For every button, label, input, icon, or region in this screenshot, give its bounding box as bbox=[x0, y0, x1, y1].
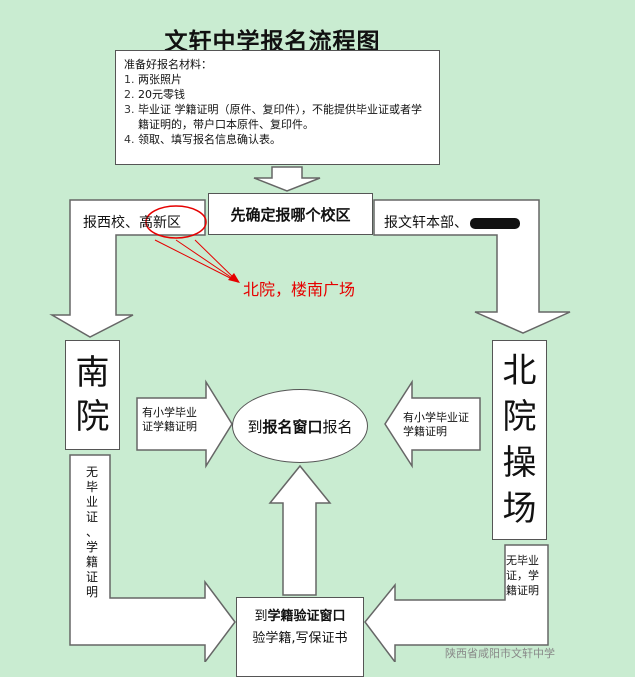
arrow-north-to-verify bbox=[364, 544, 549, 662]
requirement-item: 2.20元零钱 bbox=[124, 88, 185, 101]
red-annotation: 北院，楼南广场 bbox=[243, 280, 356, 299]
arrow-north-to-register bbox=[384, 379, 481, 469]
requirement-item: 4.领取、填写报名信息确认表。 bbox=[124, 133, 281, 146]
redaction-mark bbox=[470, 217, 520, 229]
arrow-down-top bbox=[253, 166, 321, 192]
left-branch-label: 报西校、高新区 bbox=[83, 215, 181, 231]
south-campus-box: 南院 bbox=[65, 340, 120, 450]
register-window-oval: 到报名窗口报名 bbox=[232, 389, 368, 463]
red-circle-highlight bbox=[145, 205, 207, 239]
right-vertical-label: 无毕业证，学籍证明 bbox=[506, 554, 539, 597]
left-vertical-label: 无毕业证、学籍证明 bbox=[85, 465, 98, 599]
verify-window-box: 到学籍验证窗口 验学籍,写保证书 bbox=[236, 597, 364, 677]
right-branch-label: 报文轩本部、 bbox=[384, 212, 520, 232]
red-pointer-line bbox=[154, 239, 239, 283]
arrow-right-branch bbox=[373, 199, 571, 334]
left-arrow-label: 有小学毕业证学籍证明 bbox=[142, 406, 197, 433]
requirement-item: 3.毕业证 学籍证明（原件、复印件），不能提供毕业证或者学籍证明的，带户口本原件… bbox=[124, 103, 422, 131]
right-arrow-label: 有小学毕业证学籍证明 bbox=[403, 411, 469, 438]
decision-box: 先确定报哪个校区 bbox=[208, 193, 373, 235]
circled-text: 高新区 bbox=[139, 215, 181, 231]
red-pointer-line bbox=[194, 239, 239, 283]
red-pointer-head bbox=[228, 273, 240, 283]
requirements-box: 准备好报名材料： 1.两张照片 2.20元零钱 3.毕业证 学籍证明（原件、复印… bbox=[115, 50, 440, 165]
arrow-south-to-register bbox=[136, 379, 233, 469]
requirement-item: 1.两张照片 bbox=[124, 73, 182, 86]
arrow-south-to-verify bbox=[69, 454, 236, 662]
requirements-heading: 准备好报名材料： bbox=[124, 58, 212, 71]
arrow-verify-to-register bbox=[268, 464, 332, 596]
flow-arrows bbox=[49, 166, 571, 662]
red-pointer-line bbox=[175, 239, 239, 283]
watermark: 陕西省咸阳市文轩中学 bbox=[445, 647, 555, 660]
north-campus-box: 北院操场 bbox=[492, 340, 547, 540]
